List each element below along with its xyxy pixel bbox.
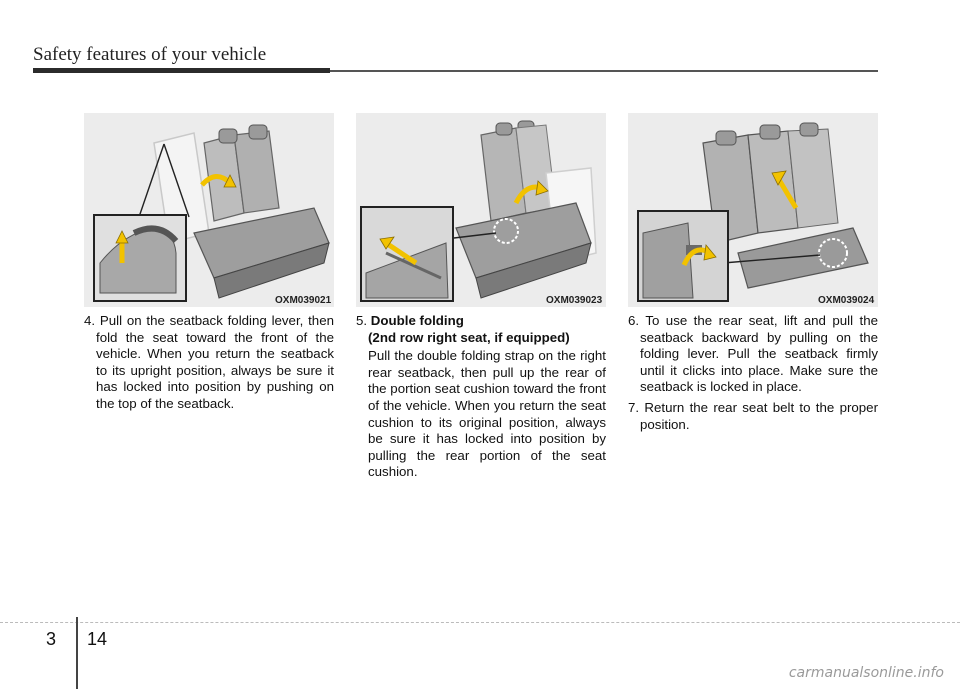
figure-seatback-fold — [84, 113, 334, 307]
seat-illustration-1 — [84, 113, 334, 307]
seat-illustration-2 — [356, 113, 606, 307]
step-6: 6. To use the rear seat, lift and pull t… — [628, 313, 878, 396]
step-5-heading: 5. Double folding (2nd row right seat, i… — [356, 313, 606, 346]
seat-illustration-3 — [628, 113, 878, 307]
step-number: 7. — [628, 399, 640, 415]
step-5-text: Pull the double folding strap on the rig… — [368, 348, 606, 480]
step-7: 7. Return the rear seat belt to the prop… — [628, 400, 878, 433]
figure-code: OXM039024 — [818, 295, 875, 306]
section-number: 3 — [46, 629, 57, 649]
step-text: Pull on the seatback folding lever, then… — [96, 313, 334, 411]
figure-seat-upright — [628, 113, 878, 307]
step-text: Return the rear seat belt to the proper … — [640, 399, 879, 432]
step-number: 5. — [356, 313, 368, 328]
column-step-5: 5. Double folding (2nd row right seat, i… — [356, 313, 606, 485]
page-number: 14 — [87, 629, 108, 649]
step-number: 4. — [84, 313, 96, 328]
watermark: carmanualsonline.info — [788, 665, 944, 681]
step-heading-line2: (2nd row right seat, if equipped) — [368, 329, 570, 345]
footer-dashed-rule — [0, 622, 960, 623]
figure-code: OXM039023 — [546, 295, 603, 306]
header-rule-thin — [330, 70, 878, 72]
footer-divider — [76, 617, 78, 689]
column-steps-6-7: 6. To use the rear seat, lift and pull t… — [628, 313, 878, 437]
step-number: 6. — [628, 313, 640, 328]
step-heading-line1: Double folding — [370, 313, 464, 328]
step-4: 4. Pull on the seatback folding lever, t… — [84, 313, 334, 413]
figure-code: OXM039021 — [275, 295, 332, 306]
figure-double-folding — [356, 113, 606, 307]
header-rule — [33, 68, 330, 73]
column-step-4: 4. Pull on the seatback folding lever, t… — [84, 313, 334, 417]
step-text: To use the rear seat, lift and pull the … — [640, 313, 878, 395]
page-header-title: Safety features of your vehicle — [33, 44, 267, 65]
